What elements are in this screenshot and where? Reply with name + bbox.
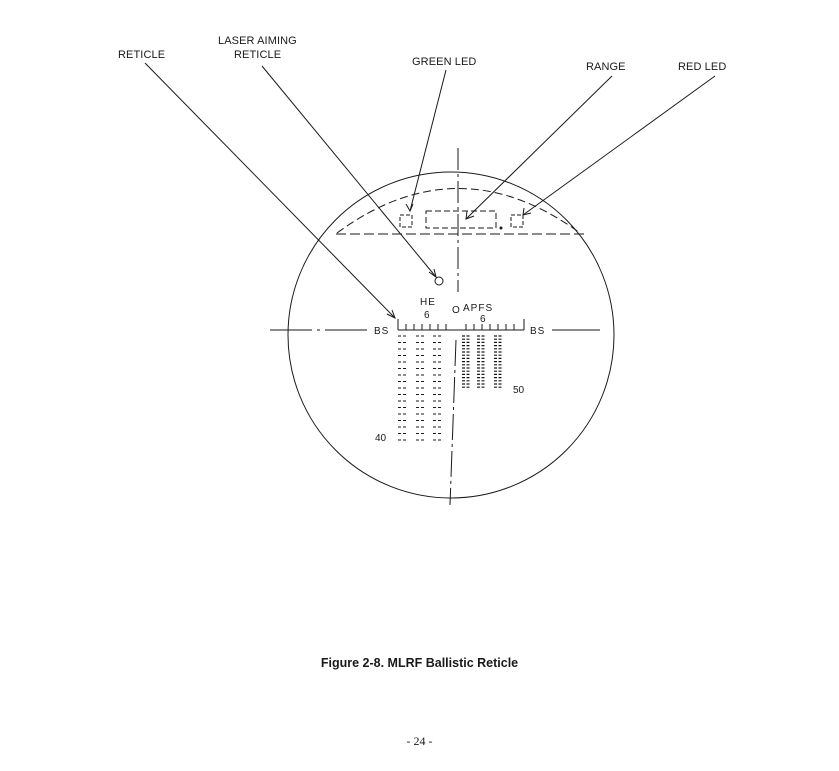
range-leader <box>465 75 613 220</box>
bs-left-marking: BS <box>374 326 389 337</box>
zero-mark: O <box>452 305 461 316</box>
apfs-range-label: 50 <box>513 385 525 396</box>
page-number: - 24 - <box>406 734 433 748</box>
apfs-marking: APFS <box>463 303 493 314</box>
bs-right-marking: BS <box>530 326 545 337</box>
reticle-leader-arrow <box>386 309 396 320</box>
laser-aiming-leader <box>261 65 437 278</box>
green-led-box <box>399 214 413 228</box>
reticle-leader <box>144 62 396 319</box>
he-range-label: 40 <box>375 433 387 444</box>
he-marking: HE <box>420 297 436 308</box>
green-led-leader-arrow <box>405 203 414 213</box>
ballistic-scale <box>397 319 525 331</box>
laser-aiming-reticle <box>434 276 444 286</box>
vertical-crosshair-lower <box>449 339 457 506</box>
red-led-label: RED LED <box>678 61 726 73</box>
range-leader-arrow <box>465 210 475 220</box>
red-led-leader <box>522 75 716 216</box>
red-led-box <box>510 214 524 228</box>
range-label: RANGE <box>586 61 626 73</box>
field-of-view-circle <box>287 171 615 499</box>
display-arc <box>336 188 581 234</box>
range-decimal-point <box>499 226 503 230</box>
figure-caption: Figure 2-8. MLRF Ballistic Reticle <box>320 656 519 670</box>
laser-aiming-label-line1: LASER AIMING <box>218 35 297 47</box>
green-led-label: GREEN LED <box>412 56 476 68</box>
laser-aiming-leader-arrow <box>428 268 437 279</box>
green-led-leader <box>409 69 447 212</box>
red-led-leader-arrow <box>522 207 532 216</box>
he-scale-marking: 6 <box>424 310 431 321</box>
apfs-range-stadia <box>462 335 503 388</box>
apfs-scale-marking: 6 <box>480 314 487 325</box>
laser-aiming-label-line2: RETICLE <box>234 49 281 61</box>
he-range-stadia <box>398 335 443 441</box>
reticle-label: RETICLE <box>118 49 165 61</box>
range-display-box <box>425 210 497 229</box>
